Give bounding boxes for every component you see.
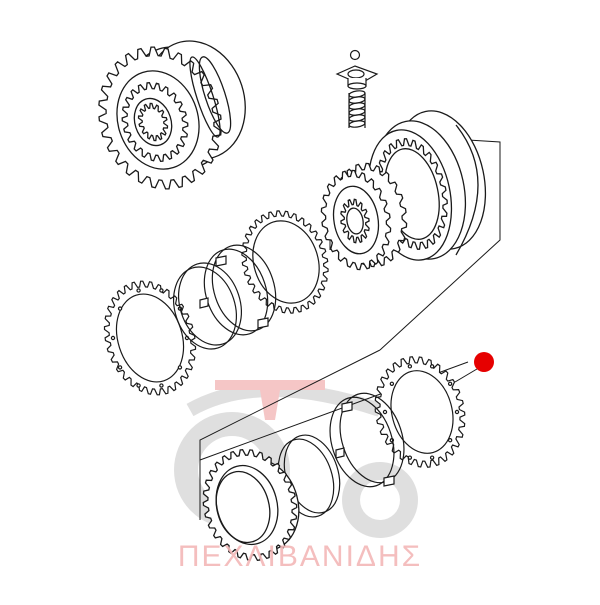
detent-spring — [348, 90, 366, 128]
synchro-cone-upper — [173, 244, 277, 350]
synchronizer-hub — [320, 162, 408, 271]
gear-ring-middle — [241, 210, 329, 314]
watermark-tractor-logo — [174, 380, 418, 538]
gear-ring-left — [103, 280, 197, 396]
detent-plunger — [335, 49, 379, 90]
reverse-gear-ring[interactable] — [374, 356, 466, 468]
callout-marker[interactable] — [454, 352, 494, 383]
gear-drum-right — [367, 110, 487, 261]
gear-ring-bottom — [202, 449, 300, 561]
watermark-brand-text: ΠΕΧΛΙΒΑΝΙΔΗΣ — [177, 540, 423, 573]
gear-drum-top-left — [98, 40, 246, 190]
